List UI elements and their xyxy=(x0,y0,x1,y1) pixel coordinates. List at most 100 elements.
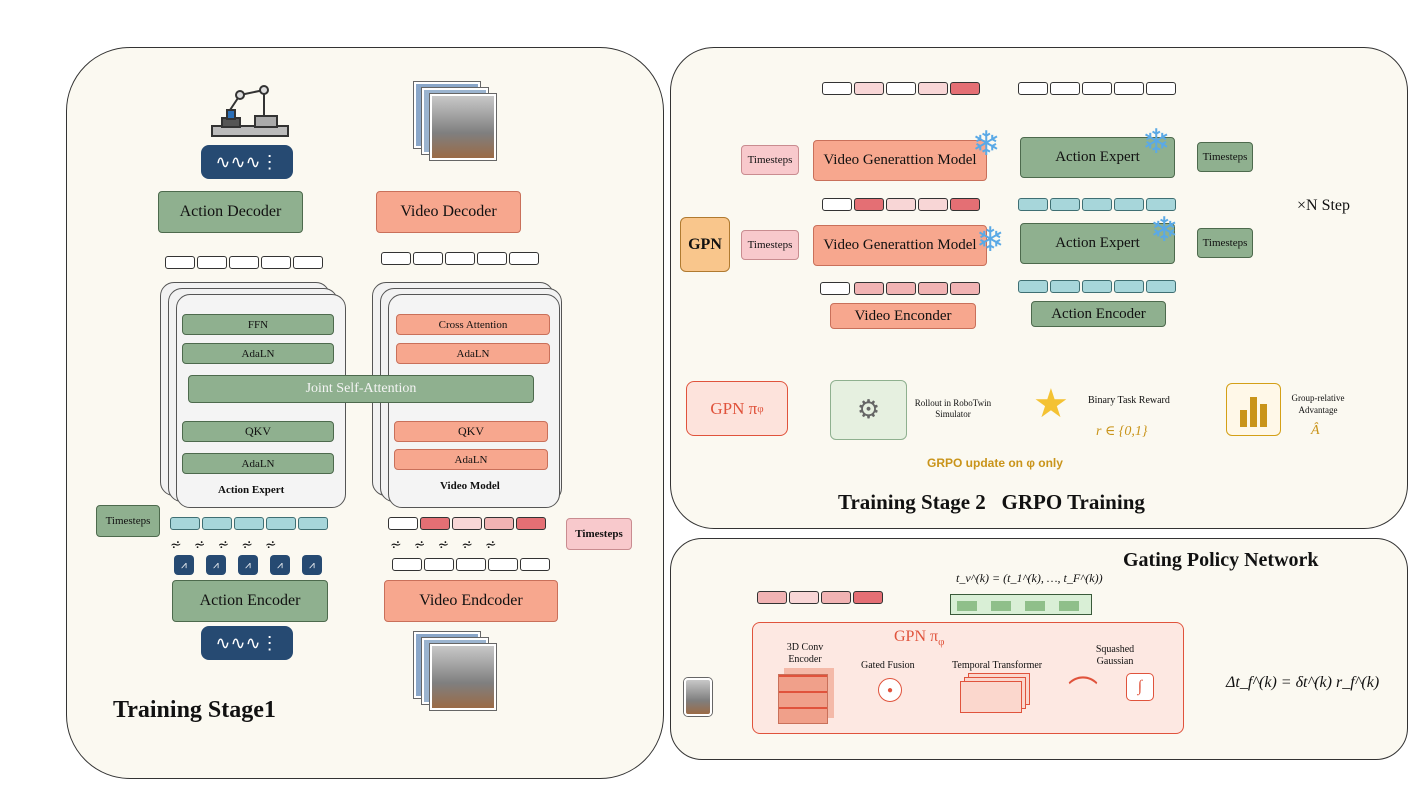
token xyxy=(853,591,883,604)
qkv-right-label: QKV xyxy=(458,424,484,438)
gpn-block-title-text: GPN π xyxy=(894,628,939,645)
token xyxy=(820,282,850,295)
advantage-text: Group-relative Advantage xyxy=(1291,393,1345,415)
video-model-caption: Video Model xyxy=(440,480,500,492)
transformer-stack-icon xyxy=(960,673,1032,713)
token xyxy=(854,198,884,211)
token xyxy=(1114,198,1144,211)
token xyxy=(420,517,450,530)
video-noise-icons: ⩫⩫⩫⩫⩫ xyxy=(390,538,509,553)
action-expert-box-1: Action Expert xyxy=(1020,137,1175,178)
stage2-timesteps-3-label: Timesteps xyxy=(1202,151,1248,163)
action-signal-tablet-icon-bottom: ∿∿∿⋮ xyxy=(201,626,293,660)
stage2-timesteps-3: Timesteps xyxy=(1197,142,1253,172)
stage2-timesteps-1-label: Timesteps xyxy=(747,154,793,166)
action-expert-2-label: Action Expert xyxy=(1055,235,1140,251)
gpn-node-label: GPN xyxy=(688,235,722,253)
token xyxy=(1018,280,1048,293)
token xyxy=(229,256,259,269)
squashed-gaussian-label: Squashed Gaussian xyxy=(1083,642,1147,670)
latent-chip-icon: ⩘ xyxy=(302,555,322,575)
token xyxy=(165,256,195,269)
snowflake-icon-3: ❄ xyxy=(1142,124,1171,161)
action-expert-box-2: Action Expert xyxy=(1020,223,1175,264)
output-formula: Δt_f^(k) = δt^(k) r_f^(k) xyxy=(1226,674,1380,691)
token xyxy=(456,558,486,571)
latent-chip-icon: ⩘ xyxy=(174,555,194,575)
qkv-right-box: QKV xyxy=(394,421,548,442)
token xyxy=(197,256,227,269)
stage2-timesteps-1: Timesteps xyxy=(741,145,799,175)
video-gen-model-2-label: Video Generattion Model xyxy=(823,237,977,253)
advantage-label: Group-relative Advantage xyxy=(1288,392,1348,418)
video-frames-icon-bottom xyxy=(414,632,504,710)
gated-fusion-icon: ● xyxy=(878,678,902,702)
conv-encoder-label: 3D Conv Encoder xyxy=(770,640,840,668)
gpn-input-frame-icon xyxy=(684,678,712,716)
token xyxy=(266,517,296,530)
reward-label: Binary Task Reward xyxy=(1088,395,1170,406)
token xyxy=(413,252,443,265)
gpn-block-title-subscript: φ xyxy=(938,636,945,649)
adaln-video-top-box: AdaLN xyxy=(396,343,550,364)
conv-cube-icon xyxy=(778,674,828,724)
token xyxy=(950,82,980,95)
gated-fusion-label: Gated Fusion xyxy=(861,660,915,671)
action-noise-icons: ⩫⩫⩫⩫⩫ xyxy=(170,538,289,553)
timesteps-left-box: Timesteps xyxy=(96,505,160,537)
token xyxy=(886,198,916,211)
star-icon: ★ xyxy=(1033,381,1069,426)
action-decoder-box: Action Decoder xyxy=(158,191,303,233)
stage2-title: Training Stage 2 GRPO Training xyxy=(838,490,1145,514)
timesteps-right-label: Timesteps xyxy=(575,528,623,540)
token xyxy=(1082,82,1112,95)
latent-chip-icon: ⩘ xyxy=(206,555,226,575)
video-encoder-label: Video Endcoder xyxy=(419,592,523,609)
stage2-timesteps-2-label: Timesteps xyxy=(747,239,793,251)
temporal-transformer-label: Temporal Transformer xyxy=(952,660,1043,671)
gaussian-curve-icon: ⌒ xyxy=(1068,676,1098,709)
token xyxy=(293,256,323,269)
token xyxy=(789,591,819,604)
stage2-timesteps-4-label: Timesteps xyxy=(1202,237,1248,249)
token xyxy=(202,517,232,530)
latent-chip-icon: ⩘ xyxy=(270,555,290,575)
token xyxy=(1082,280,1112,293)
action-encoder-box: Action Encoder xyxy=(172,580,328,622)
token xyxy=(854,82,884,95)
snowflake-icon-2: ❄ xyxy=(976,222,1005,259)
token xyxy=(918,282,948,295)
token xyxy=(381,252,411,265)
simulator-robot-icon: ⚙ xyxy=(830,380,907,440)
token xyxy=(1050,82,1080,95)
token xyxy=(234,517,264,530)
token xyxy=(261,256,291,269)
token xyxy=(854,282,884,295)
timestep-vector-bar xyxy=(950,594,1092,615)
snowflake-icon-4: ❄ xyxy=(1150,212,1179,249)
stage2-action-encoder-label: Action Encoder xyxy=(1051,305,1146,322)
token xyxy=(488,558,518,571)
video-frames-icon-top xyxy=(414,82,504,160)
action-expert-1-label: Action Expert xyxy=(1055,149,1140,165)
token xyxy=(516,517,546,530)
joint-self-attention-box: Joint Self-Attention xyxy=(188,375,534,403)
token xyxy=(821,591,851,604)
stage2-video-encoder-box: Video Enconder xyxy=(830,303,976,329)
token xyxy=(950,282,980,295)
token xyxy=(886,82,916,95)
token xyxy=(392,558,422,571)
adaln-bottom-left-box: AdaLN xyxy=(182,453,334,474)
token xyxy=(170,517,200,530)
advantage-symbol: Â xyxy=(1311,423,1320,438)
video-decoder-label: Video Decoder xyxy=(400,203,497,220)
adaln-video-bottom-label: AdaLN xyxy=(454,453,488,466)
token xyxy=(1082,198,1112,211)
action-expert-caption: Action Expert xyxy=(218,484,285,496)
adaln-top-label: AdaLN xyxy=(241,347,275,360)
video-gen-model-1-label: Video Generattion Model xyxy=(823,152,977,168)
token xyxy=(757,591,787,604)
action-encoder-label: Action Encoder xyxy=(199,592,301,609)
stage2-timesteps-4: Timesteps xyxy=(1197,228,1253,258)
